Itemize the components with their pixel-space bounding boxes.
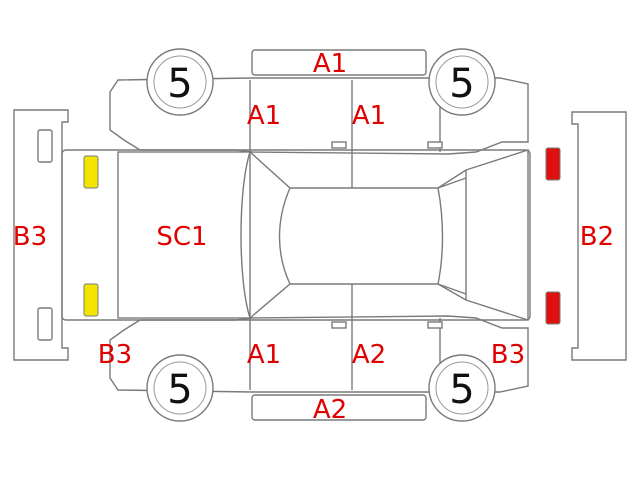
tire-front-left[interactable]: 5 xyxy=(146,48,214,116)
rear-bumper[interactable] xyxy=(571,111,627,361)
label-roof-strip-bottom: A2 xyxy=(313,395,347,425)
tire-front-left-label: 5 xyxy=(167,61,192,107)
car-side-top[interactable] xyxy=(109,77,529,155)
tire-rear-left[interactable]: 5 xyxy=(428,48,496,116)
label-hood: SC1 xyxy=(156,222,207,252)
roof-strip-top[interactable] xyxy=(251,49,427,76)
tire-rear-right-label: 5 xyxy=(449,367,474,413)
front-lamp-bottom xyxy=(83,283,99,317)
car-side-bottom[interactable] xyxy=(109,315,529,393)
label-front-right-door: A1 xyxy=(247,340,281,370)
rear-lamp-top xyxy=(545,147,561,181)
label-front-left-door: A1 xyxy=(247,101,281,131)
tire-rear-right[interactable]: 5 xyxy=(428,354,496,422)
roof-strip-bottom[interactable] xyxy=(251,394,427,421)
label-rear-right-fender: B3 xyxy=(491,340,525,370)
label-front-bumper: B3 xyxy=(13,222,47,252)
car-top-view[interactable] xyxy=(61,149,531,321)
label-front-right-fender: B3 xyxy=(98,340,132,370)
label-rear-right-door: A2 xyxy=(352,340,386,370)
label-roof-strip-top: A1 xyxy=(313,49,347,79)
tire-front-right-label: 5 xyxy=(167,367,192,413)
label-rear-left-door: A1 xyxy=(352,101,386,131)
tire-front-right[interactable]: 5 xyxy=(146,354,214,422)
front-bumper[interactable] xyxy=(13,109,69,361)
tire-rear-left-label: 5 xyxy=(449,61,474,107)
label-rear-bumper: B2 xyxy=(580,222,614,252)
rear-lamp-bottom xyxy=(545,291,561,325)
front-lamp-top xyxy=(83,155,99,189)
